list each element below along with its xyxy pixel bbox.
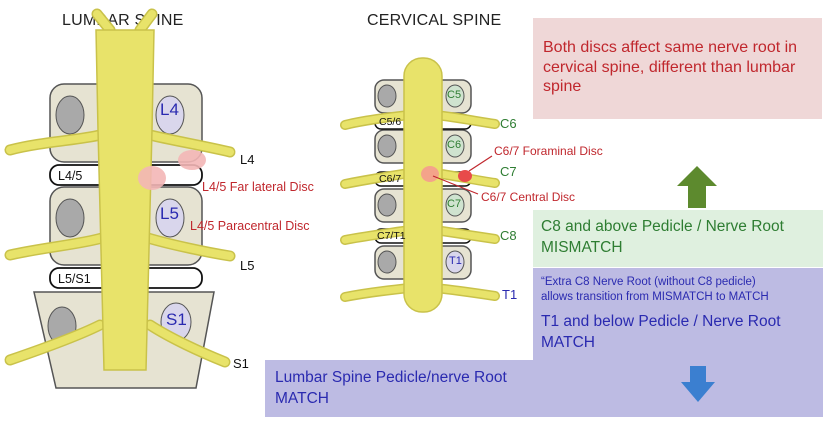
transition-line2: allows transition from MISMATCH to MATCH <box>541 291 769 303</box>
disc-label-l5s1: L5/S1 <box>58 272 91 286</box>
up-arrow-icon <box>677 166 717 208</box>
nerve-root-label-c7: C7 <box>500 164 517 179</box>
cervical-title: CERVICAL SPINE <box>367 12 502 29</box>
match-line1: T1 and below Pedicle / Nerve Root <box>541 313 781 330</box>
nerve-root-label-l5: L5 <box>240 258 255 273</box>
central-disc-marker <box>421 166 439 182</box>
nerve-root-label-c6: C6 <box>500 116 517 131</box>
far-lateral-disc-label: L4/5 Far lateral Disc <box>202 180 314 194</box>
lumbar-match-box: Lumbar Spine Pedicle/nerve Root MATCH <box>265 360 823 417</box>
disc-label-c7t1: C7/T1 <box>377 230 406 242</box>
cervical-spine-drawing <box>340 57 500 313</box>
nerve-root-label-l4: L4 <box>240 152 255 167</box>
down-arrow-icon <box>681 366 715 402</box>
central-disc-label: C6/7 Central Disc <box>481 190 576 204</box>
foraminal-disc-label: C6/7 Foraminal Disc <box>494 144 603 158</box>
vertebra-label-c7: C7 <box>447 198 462 210</box>
cervical-note-text: Both discs affect same nerve root in cer… <box>543 39 798 96</box>
vertebra-label-l4: L4 <box>160 100 179 119</box>
lumbar-cauda-equina <box>95 29 155 371</box>
nerve-root-label-t1: T1 <box>502 287 518 302</box>
match-line2: MATCH <box>541 334 595 351</box>
cervical-spinal-cord <box>403 57 443 313</box>
lumbar-spine-drawing <box>4 8 236 389</box>
paracentral-disc-label: L4/5 Paracentral Disc <box>190 219 310 233</box>
lumbar-match-line2: MATCH <box>275 390 329 407</box>
cervical-note-box: Both discs affect same nerve root in cer… <box>533 18 822 119</box>
nerve-root-label-c8: C8 <box>500 228 517 243</box>
lumbar-match-line1: Lumbar Spine Pedicle/nerve Root <box>275 369 507 386</box>
mismatch-box: C8 and above Pedicle / Nerve Root MISMAT… <box>533 210 823 267</box>
vertebra-label-s1: S1 <box>166 310 187 329</box>
vertebra-label-l5: L5 <box>160 204 179 223</box>
vertebra-label-c5: C5 <box>447 89 462 101</box>
disc-label-c67: C6/7 <box>379 173 402 185</box>
far-lateral-disc-marker <box>178 150 206 170</box>
nerve-root-label-s1: S1 <box>233 356 249 371</box>
vertebra-label-c6: C6 <box>447 139 462 151</box>
mismatch-line1: C8 and above Pedicle / Nerve Root <box>541 218 784 235</box>
disc-label-l45: L4/5 <box>58 169 83 183</box>
match-box: “Extra C8 Nerve Root (without C8 pedicle… <box>533 268 823 360</box>
disc-label-c56: C5/6 <box>379 116 402 128</box>
paracentral-disc-marker <box>138 166 166 190</box>
transition-line1: “Extra C8 Nerve Root (without C8 pedicle… <box>541 276 756 288</box>
vertebra-label-t1: T1 <box>449 255 462 267</box>
mismatch-line2: MISMATCH <box>541 239 623 256</box>
foraminal-disc-marker <box>458 170 472 182</box>
